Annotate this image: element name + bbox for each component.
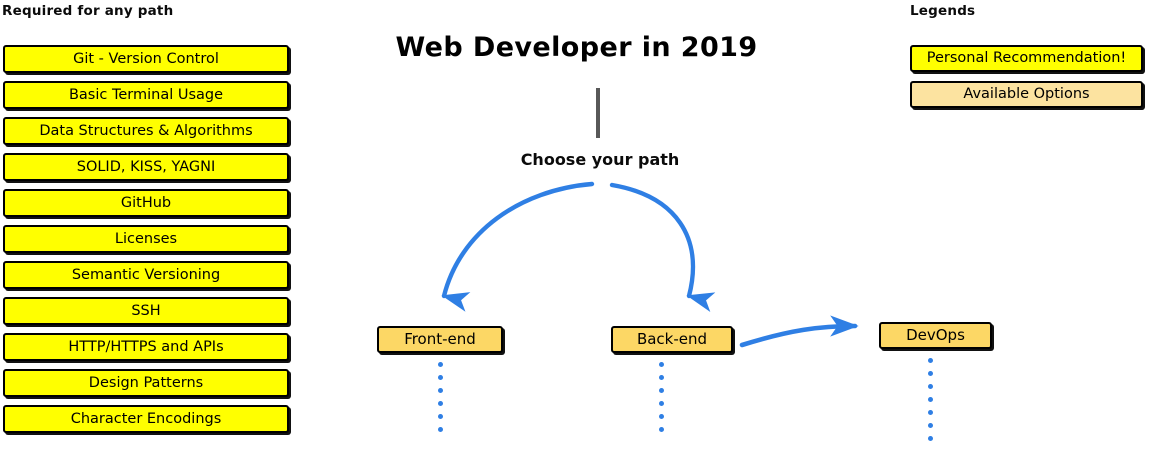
legends-section-header: Legends [910,3,976,19]
trail-dot-icon [928,410,933,415]
required-item-label: GitHub [120,194,172,211]
path-box-label: Back-end [636,330,708,348]
legend-item-label: Personal Recommendation! [926,50,1127,67]
required-item-label: Licenses [114,230,178,247]
trail-dot-icon [438,401,443,406]
trail-dot-icon [928,358,933,363]
trail-dot-icon [659,427,664,432]
vertical-line-icon [596,88,600,138]
required-section-header: Required for any path [2,3,174,19]
trail-dot-icon [438,427,443,432]
required-item-label: Semantic Versioning [71,266,221,283]
page-title: Web Developer in 2019 [0,32,1149,63]
legend-item-available-options: Available Options [910,81,1143,108]
choose-your-path-label: Choose your path [520,150,680,169]
dot-trail-back-end [659,362,664,440]
required-item-label: SOLID, KISS, YAGNI [76,158,216,175]
required-item-semantic-versioning[interactable]: Semantic Versioning [3,261,289,289]
required-item-label: Data Structures & Algorithms [39,122,253,139]
required-item-solid-kiss-yagni[interactable]: SOLID, KISS, YAGNI [3,153,289,181]
trail-dot-icon [659,388,664,393]
required-item-git[interactable]: Git - Version Control [3,45,289,73]
required-item-label: Design Patterns [88,374,204,391]
curved-arrow-down-left-icon [441,181,595,312]
curved-arrow-down-right-icon [609,182,716,312]
required-item-github[interactable]: GitHub [3,189,289,217]
required-item-licenses[interactable]: Licenses [3,225,289,253]
required-item-character-encodings[interactable]: Character Encodings [3,405,289,433]
trail-dot-icon [438,375,443,380]
legends-list: Personal Recommendation! Available Optio… [910,45,1143,117]
required-item-label: SSH [131,302,161,319]
trail-dot-icon [928,397,933,402]
required-item-ssh[interactable]: SSH [3,297,289,325]
path-box-label: DevOps [906,326,965,344]
trail-dot-icon [659,375,664,380]
trail-dot-icon [928,371,933,376]
path-box-back-end[interactable]: Back-end [611,326,733,353]
path-box-front-end[interactable]: Front-end [377,326,503,353]
path-box-label: Front-end [404,330,476,348]
legend-item-label: Available Options [963,86,1090,103]
required-item-label: HTTP/HTTPS and APIs [68,338,224,355]
trail-dot-icon [659,401,664,406]
required-item-label: Character Encodings [70,410,222,427]
required-item-basic-terminal-usage[interactable]: Basic Terminal Usage [3,81,289,109]
curved-arrow-right-icon [739,315,859,348]
required-topics-list: Git - Version Control Basic Terminal Usa… [3,45,289,441]
trail-dot-icon [438,414,443,419]
trail-dot-icon [659,414,664,419]
trail-dot-icon [928,384,933,389]
legend-item-personal-recommendation: Personal Recommendation! [910,45,1143,72]
trail-dot-icon [928,423,933,428]
page-title-text: Web Developer in 2019 [395,32,758,63]
trail-dot-icon [928,436,933,441]
required-item-design-patterns[interactable]: Design Patterns [3,369,289,397]
dot-trail-front-end [438,362,443,440]
path-box-devops[interactable]: DevOps [879,322,992,349]
required-item-http-https-apis[interactable]: HTTP/HTTPS and APIs [3,333,289,361]
required-item-data-structures-algorithms[interactable]: Data Structures & Algorithms [3,117,289,145]
dot-trail-devops [928,358,933,449]
trail-dot-icon [438,362,443,367]
required-item-label: Basic Terminal Usage [68,86,224,103]
required-item-label: Git - Version Control [73,50,219,67]
trail-dot-icon [438,388,443,393]
trail-dot-icon [659,362,664,367]
